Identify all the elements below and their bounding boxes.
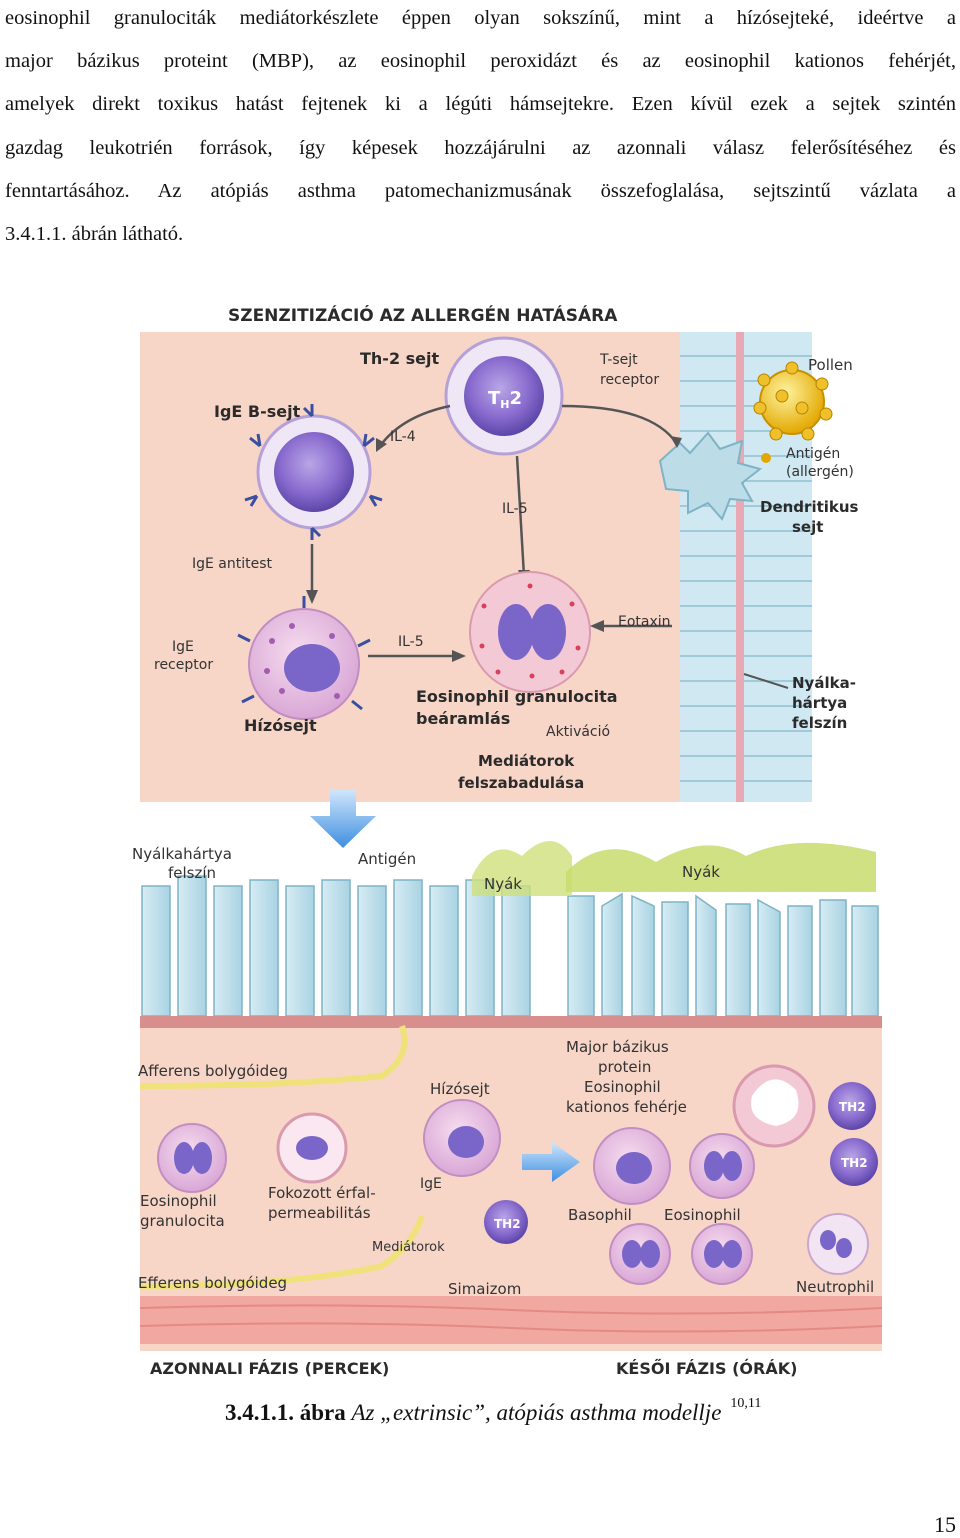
- label-antigen-1: Antigén: [786, 446, 840, 462]
- label-mbp-2: protein: [598, 1058, 651, 1076]
- label-th2-cell: Th-2 sejt: [360, 349, 440, 368]
- eosinophil-bottom-right-3: [691, 1223, 753, 1285]
- label-immediate-phase: AZONNALI FÁZIS (PERCEK): [150, 1359, 389, 1378]
- label-bottom-mucosa-1: Nyálkahártya: [132, 845, 232, 863]
- label-t-receptor-2: receptor: [600, 372, 659, 388]
- caption-refs: 10,11: [730, 1396, 762, 1411]
- body-line-3: amelyek direkt toxikus hatást fejtenek k…: [5, 93, 956, 116]
- label-vasc-perm-1: Fokozott érfal-: [268, 1184, 376, 1202]
- label-eos-gran-1: Eosinophil: [140, 1192, 217, 1210]
- label-ige-antibody: IgE antitest: [192, 556, 273, 572]
- body-paragraph: eosinophil granulociták mediátorkészlete…: [5, 0, 956, 256]
- eosinophil-top: [469, 571, 591, 693]
- label-ige-receptor-1: IgE: [172, 639, 194, 655]
- neutrophil-bottom-right: [807, 1213, 869, 1275]
- label-mbp-1: Major bázikus: [566, 1038, 669, 1056]
- mast-cell-bottom: [423, 1099, 501, 1177]
- caption-title: Az „extrinsic”, atópiás asthma modellje: [351, 1400, 722, 1425]
- label-mbp-4: kationos fehérje: [566, 1098, 687, 1116]
- label-il4: IL-4: [390, 429, 416, 445]
- body-line-4: gazdag leukotrién források, így képesek …: [5, 136, 956, 159]
- label-mediator-release-1: Mediátorok: [478, 752, 575, 770]
- vessel-bottom-left: [276, 1112, 348, 1184]
- label-neutrophil: Neutrophil: [796, 1278, 874, 1296]
- basophil-bottom-right: [593, 1127, 671, 1205]
- label-mucus-right: Nyák: [682, 863, 720, 881]
- ige-b-cell: [244, 404, 383, 540]
- caption-number: 3.4.1.1. ábra: [225, 1400, 346, 1425]
- label-antigen-2: (allergén): [786, 464, 854, 480]
- label-dendritic-2: sejt: [792, 518, 823, 536]
- th2-bottom-right-2: TH2: [830, 1138, 878, 1186]
- label-bottom-antigen: Antigén: [358, 850, 416, 868]
- blue-right-arrow: [522, 1142, 580, 1182]
- label-smooth-muscle: Simaizom: [448, 1280, 521, 1298]
- label-t-receptor-1: T-sejt: [599, 352, 638, 368]
- label-vasc-perm-2: permeabilitás: [268, 1204, 371, 1222]
- label-mediator: Mediátorok: [372, 1240, 445, 1255]
- asthma-model-figure: SZENZITIZÁCIÓ AZ ALLERGÉN HATÁSÁRA Polle…: [132, 296, 892, 1386]
- svg-text:TH2: TH2: [494, 1217, 521, 1231]
- eosinophil-bottom-left: [157, 1123, 227, 1193]
- label-mast-cell: Hízósejt: [244, 716, 317, 735]
- label-eosinophil: Eosinophil: [664, 1206, 741, 1224]
- bottom-panel: [139, 841, 883, 1351]
- label-bottom-mucosa-2: felszín: [168, 864, 216, 882]
- label-dendritic-1: Dendritikus: [760, 498, 859, 516]
- figure-caption: 3.4.1.1. ábra Az „extrinsic”, atópiás as…: [225, 1396, 761, 1426]
- label-il5-top: IL-5: [502, 501, 528, 517]
- svg-text:TH2: TH2: [839, 1100, 866, 1114]
- body-line-1: eosinophil granulociták mediátorkészlete…: [5, 7, 956, 29]
- th2-cell: TH2: [444, 336, 564, 456]
- label-mast-cell-bottom: Hízósejt: [430, 1080, 490, 1098]
- vessel-bottom-right: [732, 1064, 816, 1148]
- label-eotaxin: Eotaxin: [618, 614, 671, 630]
- label-il5-mid: IL-5: [398, 634, 424, 650]
- eosinophil-bottom-right: [689, 1133, 755, 1199]
- label-eos-gran-2: granulocita: [140, 1212, 225, 1230]
- label-ige-receptor-2: receptor: [154, 657, 213, 673]
- label-mediator-release-2: felszabadulása: [458, 774, 584, 792]
- label-mucosa-3: felszín: [792, 714, 847, 732]
- body-line-5: fenntartásához. Az atópiás asthma patome…: [5, 179, 956, 202]
- pollen-grain: [753, 361, 833, 463]
- page-number: 15: [934, 1512, 956, 1537]
- label-mbp-3: Eosinophil: [584, 1078, 661, 1096]
- label-eos-influx-2: beáramlás: [416, 709, 510, 728]
- label-mucus-left: Nyák: [484, 875, 522, 893]
- label-mucosa-1: Nyálka-: [792, 674, 856, 692]
- label-efferent: Efferens bolygóideg: [138, 1274, 287, 1292]
- svg-text:TH2: TH2: [841, 1156, 868, 1170]
- label-eos-influx-1: Eosinophil granulocita: [416, 687, 618, 706]
- label-ige: IgE: [420, 1176, 442, 1192]
- th2-bottom-right-1: TH2: [828, 1082, 876, 1130]
- label-late-phase: KÉSŐI FÁZIS (ÓRÁK): [616, 1358, 797, 1378]
- eosinophil-bottom-right-2: [609, 1223, 671, 1285]
- label-pollen: Pollen: [808, 356, 853, 374]
- arrow-th2-to-dendritic: [561, 404, 679, 445]
- top-title: SZENZITIZÁCIÓ AZ ALLERGÉN HATÁSÁRA: [228, 304, 618, 326]
- label-basophil: Basophil: [568, 1206, 632, 1224]
- body-line-6: 3.4.1.1. ábrán látható.: [5, 223, 184, 246]
- blue-down-arrow: [310, 790, 376, 848]
- label-ige-b-cell: IgE B-sejt: [214, 402, 301, 421]
- label-afferent: Afferens bolygóideg: [138, 1062, 288, 1080]
- body-line-2: major bázikus proteint (MBP), az eosinop…: [5, 50, 956, 73]
- label-mucosa-2: hártya: [792, 694, 847, 712]
- label-activation: Aktiváció: [546, 724, 610, 740]
- arrow-th2-to-bcell: [378, 404, 451, 447]
- arrow-th2-to-eos: [515, 455, 526, 577]
- th2-bottom-left: TH2: [484, 1200, 528, 1244]
- dendritic-cell: [658, 431, 763, 521]
- mast-cell-top: [237, 596, 371, 720]
- svg-text:TH2: TH2: [488, 388, 522, 411]
